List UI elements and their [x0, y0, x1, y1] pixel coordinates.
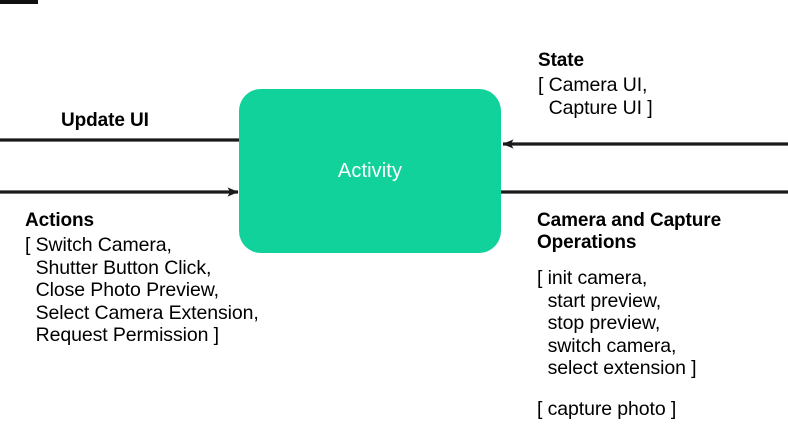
- activity-node-label: Activity: [337, 159, 403, 182]
- state-items-list: [ Camera UI, Capture UI ]: [538, 74, 653, 119]
- edge-label-update-ui: Update UI: [61, 110, 149, 131]
- edge-label-actions: Actions: [25, 210, 94, 231]
- edge-label-camera-operations: Camera and Capture Operations: [537, 210, 722, 254]
- camera-operations-items-list: [ init camera, start preview, stop previ…: [537, 267, 697, 380]
- camera-operations-items-list-secondary: [ capture photo ]: [537, 398, 677, 420]
- edge-label-state: State: [538, 50, 584, 71]
- activity-node[interactable]: Activity: [239, 89, 501, 253]
- actions-items-list: [ Switch Camera, Shutter Button Click, C…: [25, 234, 259, 347]
- crop-edge-bar: [0, 0, 38, 4]
